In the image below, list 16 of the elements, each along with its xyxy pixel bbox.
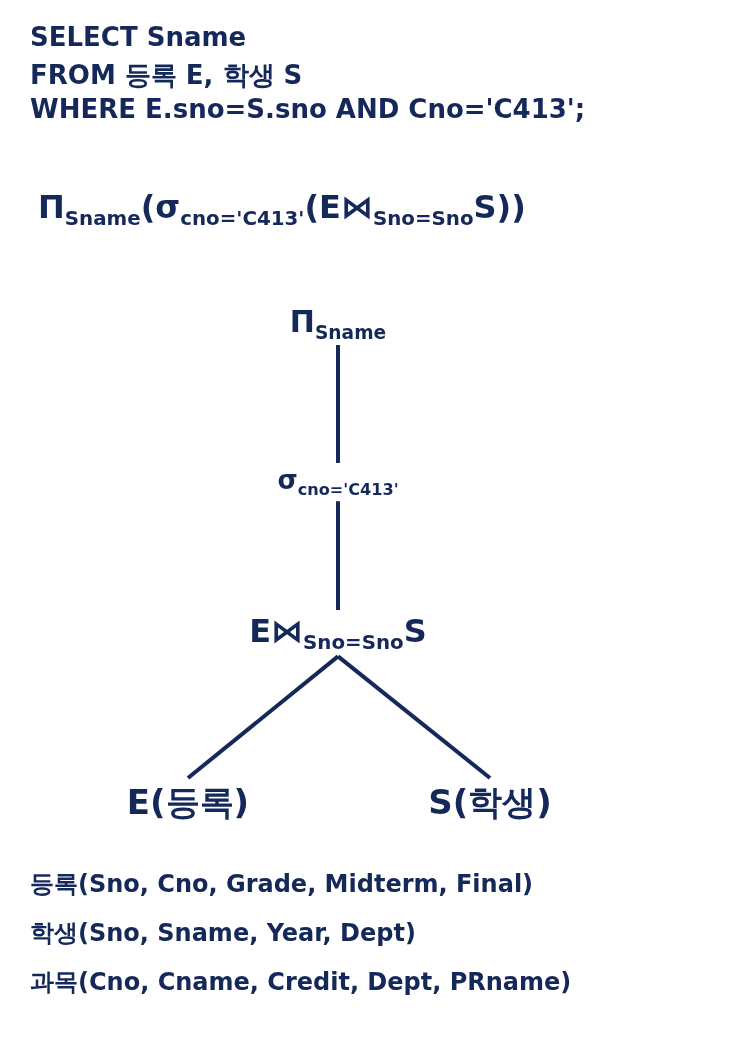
relation-label: E(등록): [126, 780, 250, 826]
code-line: FROM 등록 E, 학생 S: [30, 59, 303, 92]
relation-label: S(학생): [428, 780, 552, 826]
schema-line: 과목(Cno, Cname, Credit, Dept, PRname): [30, 967, 572, 998]
tree-edge: [186, 654, 340, 780]
schema-line: 등록(Sno, Cno, Grade, Midterm, Final): [30, 869, 534, 900]
operator-label: σ$_{cno='C413'}$: [277, 465, 399, 500]
operator-label: Π$_{Sname}$: [289, 304, 387, 343]
operator-label: E⋈$_{Sno=Sno}$S: [249, 612, 427, 655]
code-line: WHERE E.sno=S.sno AND Cno='C413';: [30, 94, 586, 124]
tree-edge: [336, 654, 492, 780]
formula: Π$_{Sname}$(σ$_{cno='C413'}$(E⋈$_{Sno=Sno}$S)): [38, 188, 526, 231]
schema-line: 학생(Sno, Sname, Year, Dept): [30, 918, 416, 949]
code-line: SELECT Sname: [30, 22, 247, 52]
tree-edge: [336, 345, 340, 463]
tree-edge: [336, 501, 340, 610]
